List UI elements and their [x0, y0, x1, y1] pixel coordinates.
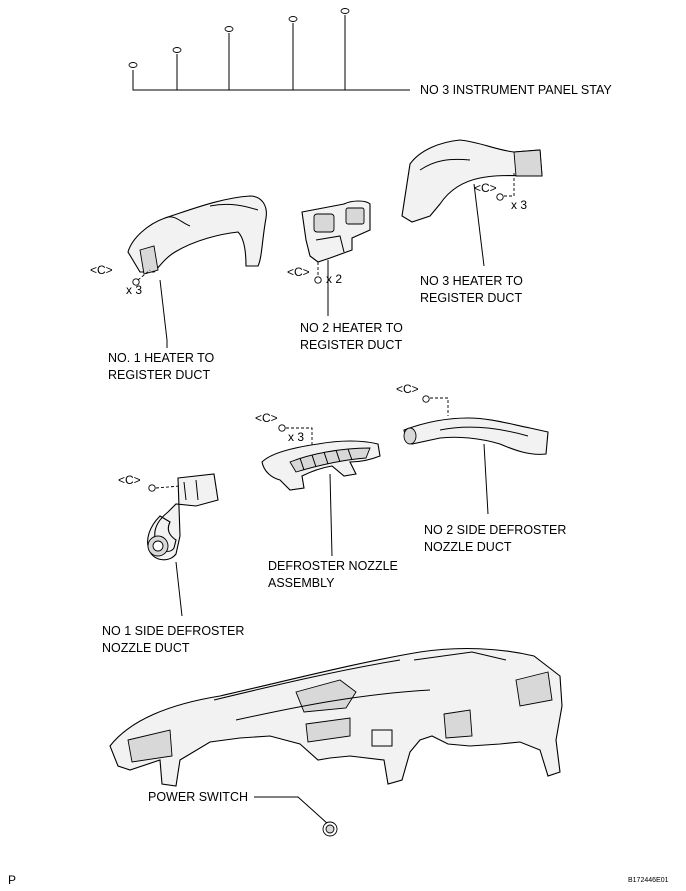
label-no1-side-defroster-line2: NOZZLE DUCT: [102, 641, 190, 655]
defroster-nozzle-fastener: [278, 424, 313, 446]
label-no3-heater-duct-line1: NO 3 HEATER TO: [420, 274, 523, 288]
no2-side-defroster-duct-part: [403, 417, 549, 515]
figure-code: B172446E01: [628, 877, 669, 884]
defroster-nozzle-part: [261, 440, 381, 557]
label-power-switch: POWER SWITCH: [148, 790, 248, 804]
clip-mark-defroster: <C>: [255, 411, 278, 425]
label-no1-side-defroster-line1: NO 1 SIDE DEFROSTER: [102, 624, 245, 638]
clip-mark-side1: <C>: [118, 473, 141, 487]
clip-mark-side2: <C>: [396, 382, 419, 396]
clip-mark-heater3: <C>: [474, 181, 497, 195]
no3-heater-duct-fastener: [496, 172, 515, 201]
label-no1-heater-duct-line2: REGISTER DUCT: [108, 368, 211, 382]
instrument-panel-part: [109, 647, 563, 787]
label-instrument-panel-stay: NO 3 INSTRUMENT PANEL STAY: [420, 83, 612, 97]
no1-side-defroster-duct-part: [147, 473, 219, 617]
label-no2-side-defroster-line2: NOZZLE DUCT: [424, 540, 512, 554]
instrument-panel-stay-clips: [128, 8, 410, 91]
label-defroster-nozzle-line1: DEFROSTER NOZZLE: [268, 559, 398, 573]
no2-heater-duct-fastener: [314, 262, 322, 284]
page-letter: P: [8, 873, 17, 887]
no1-heater-duct-part: [127, 195, 267, 341]
no1-side-defroster-duct-fastener: [148, 484, 181, 492]
label-no1-heater-duct-line1: NO. 1 HEATER TO: [108, 351, 215, 365]
power-switch-part: [254, 796, 338, 837]
no1-heater-duct-fastener: [132, 269, 151, 286]
label-no2-side-defroster-line1: NO 2 SIDE DEFROSTER: [424, 523, 567, 537]
qty-heater1: x 3: [126, 283, 143, 297]
clip-mark-heater1: <C>: [90, 263, 113, 277]
label-defroster-nozzle-line2: ASSEMBLY: [268, 576, 335, 590]
label-no3-heater-duct-line2: REGISTER DUCT: [420, 291, 523, 305]
clip-mark-heater2: <C>: [287, 265, 310, 279]
qty-heater2: x 2: [326, 272, 343, 286]
qty-defroster: x 3: [288, 430, 305, 444]
no2-side-defroster-duct-fastener: [422, 395, 449, 416]
label-no2-heater-duct-line2: REGISTER DUCT: [300, 338, 403, 352]
label-no2-heater-duct-line1: NO 2 HEATER TO: [300, 321, 403, 335]
no3-heater-duct-part: [401, 139, 543, 267]
qty-heater3: x 3: [511, 198, 528, 212]
no2-heater-duct-part: [301, 200, 371, 316]
